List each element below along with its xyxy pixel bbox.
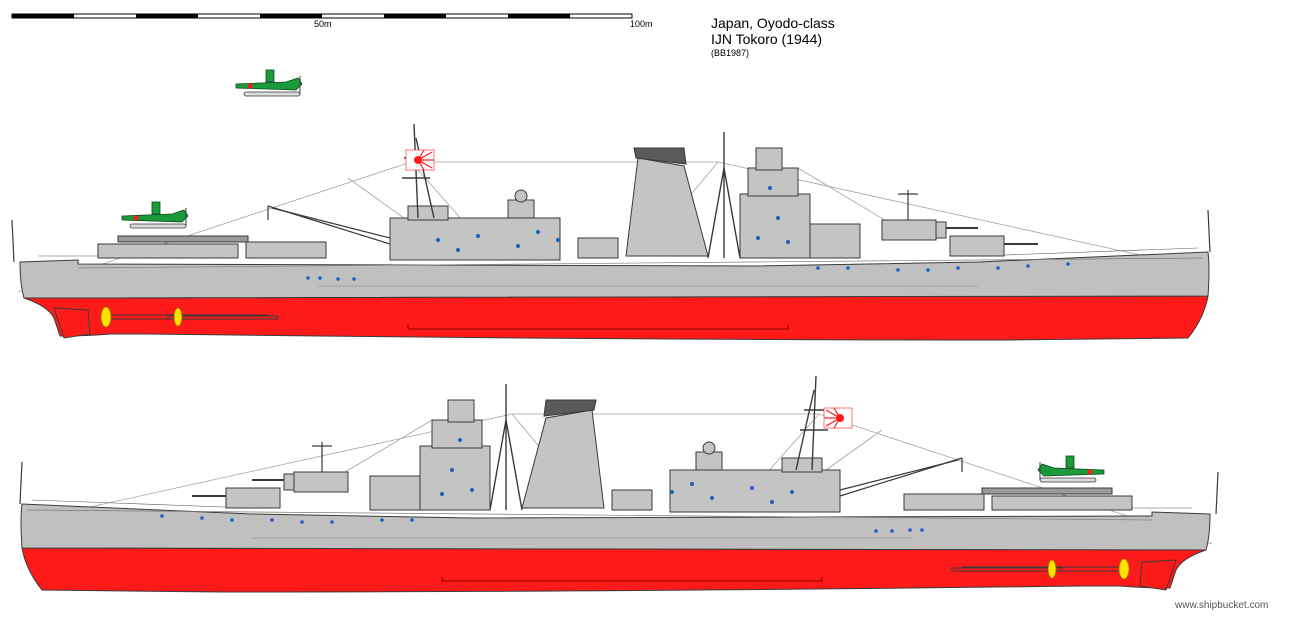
title-class: Japan, Oyodo-class	[711, 15, 835, 31]
seaplane-in-flight-icon	[235, 69, 303, 97]
seaplane-on-catapult-icon	[121, 201, 189, 229]
ensign-flag-icon	[405, 149, 435, 171]
title-ship-name: IJN Tokoro (1944)	[711, 31, 823, 47]
title-author-code: (BB1987)	[711, 48, 750, 58]
port-ensign-flag-icon	[823, 407, 853, 429]
scale-bar	[11, 13, 633, 19]
starboard-profile-view	[11, 123, 1211, 341]
port-seaplane-icon	[1037, 455, 1105, 483]
title-block: Japan, Oyodo-class IJN Tokoro (1944) (BB…	[711, 15, 835, 60]
watermark-credit: www.shipbucket.com	[1175, 600, 1269, 611]
scale-label-100m: 100m	[630, 19, 653, 29]
port-profile-view	[19, 375, 1219, 593]
scale-label-50m: 50m	[314, 19, 332, 29]
